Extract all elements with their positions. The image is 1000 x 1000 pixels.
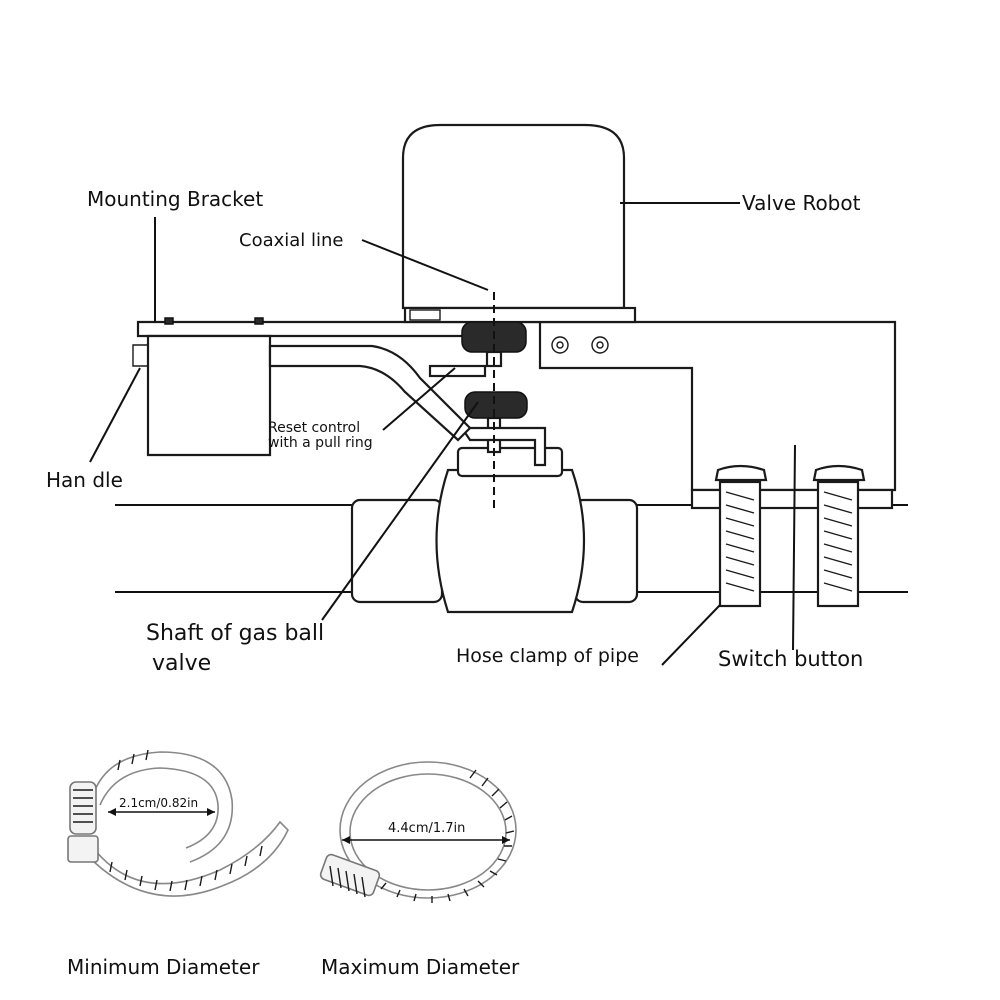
min-diameter-clamp: [67, 749, 289, 897]
caption-maximum-diameter: Maximum Diameter: [321, 955, 520, 979]
label-switch-button: Switch button: [718, 647, 863, 671]
max-measurement: 4.4cm/1.7in: [388, 821, 465, 836]
reset-pull-ring: [428, 364, 487, 378]
label-shaft-1: Shaft of gas ball: [146, 621, 324, 646]
label-reset-control-1: Reset control: [268, 420, 360, 436]
label-valve-robot: Valve Robot: [742, 191, 861, 215]
label-shaft-2: valve: [152, 651, 211, 676]
caption-minimum-diameter: Minimum Diameter: [67, 955, 260, 979]
label-mounting-bracket: Mounting Bracket: [87, 187, 263, 211]
label-reset-control-2: with a pull ring: [268, 435, 373, 451]
leader-lines: [89, 202, 796, 666]
hose-clamp-left: [714, 464, 768, 608]
gas-ball-valve: [350, 446, 639, 614]
min-measurement: 2.1cm/0.82in: [119, 796, 198, 810]
valve-robot-housing: [401, 123, 637, 324]
hose-clamp-right: [812, 464, 866, 608]
valve-shaft: [459, 416, 547, 467]
label-coaxial-line: Coaxial line: [239, 230, 344, 251]
label-handle: Han dle: [46, 468, 123, 492]
label-hose-clamp: Hose clamp of pipe: [456, 645, 639, 667]
max-diameter-clamp: [319, 761, 517, 903]
handle-assembly: [132, 317, 522, 457]
